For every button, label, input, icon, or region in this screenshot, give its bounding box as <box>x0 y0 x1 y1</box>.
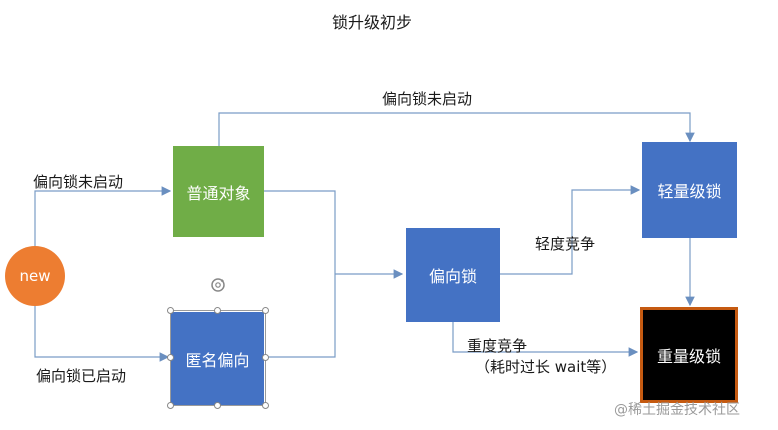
node-heavyweight-lock-label: 重量级锁 <box>656 347 721 366</box>
label-heavy-contention: 重度竞争 <box>467 337 528 355</box>
label-light-contention: 轻度竞争 <box>535 235 596 253</box>
resize-handle-se[interactable] <box>262 402 269 409</box>
resize-handle-n[interactable] <box>214 307 221 314</box>
diagram-title: 锁升级初步 <box>332 13 413 32</box>
watermark: @稀土掘金技术社区 <box>614 402 740 418</box>
label-biased-disabled: 偏向锁未启动 <box>33 173 124 191</box>
edge-anonymous-merge <box>266 274 336 358</box>
label-heavy-contention-detail: （耗时过长 wait等） <box>475 358 617 376</box>
node-biased-lock: 偏向锁 <box>406 228 500 322</box>
edge-biased-to-heavyweight <box>452 322 639 357</box>
resize-handle-e[interactable] <box>262 354 269 361</box>
selection-frame <box>170 310 266 406</box>
edge-new-to-ordinary <box>34 186 172 250</box>
resize-handle-s[interactable] <box>214 402 221 409</box>
edge-new-to-anonymous <box>34 306 170 362</box>
node-ordinary-object: 普通对象 <box>173 146 264 237</box>
label-top-biased-disabled: 偏向锁未启动 <box>382 90 473 108</box>
edge-biased-to-lightweight <box>500 185 641 275</box>
edge-ordinary-to-lightweight <box>218 112 695 146</box>
node-lightweight-lock: 轻量级锁 <box>642 142 737 238</box>
node-ordinary-object-label: 普通对象 <box>186 183 251 203</box>
resize-handle-w[interactable] <box>167 354 174 361</box>
resize-handle-nw[interactable] <box>167 307 174 314</box>
resize-handle-sw[interactable] <box>167 402 174 409</box>
rotate-handle-icon[interactable] <box>209 276 227 294</box>
edge-ordinary-merge <box>264 190 336 274</box>
node-biased-lock-label: 偏向锁 <box>428 267 477 286</box>
label-biased-enabled: 偏向锁已启动 <box>36 367 127 385</box>
node-heavyweight-lock: 重量级锁 <box>640 307 738 403</box>
resize-handle-ne[interactable] <box>262 307 269 314</box>
node-new: new <box>5 246 65 306</box>
node-anonymous-biased[interactable]: 匿名偏向 <box>171 312 264 405</box>
node-anonymous-biased-label: 匿名偏向 <box>185 350 250 370</box>
node-lightweight-lock-label: 轻量级锁 <box>657 182 722 201</box>
